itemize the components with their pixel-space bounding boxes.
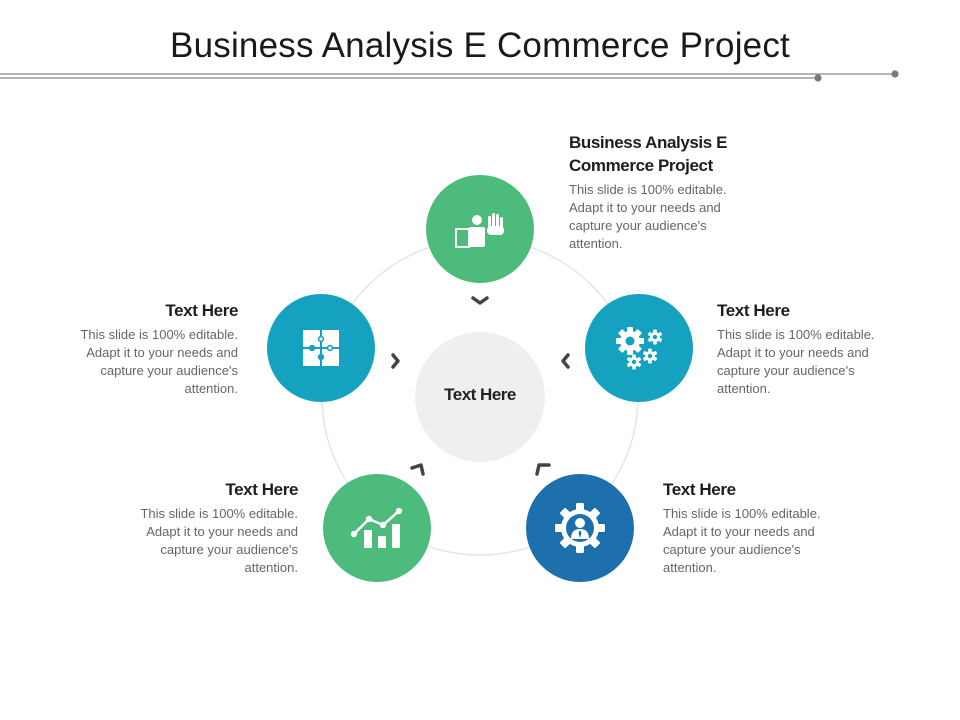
chevron-up-right-icon	[535, 463, 551, 476]
growth-chart-icon	[350, 507, 403, 548]
slide-title: Business Analysis E Commerce Project	[170, 26, 790, 65]
chevron-left-icon	[561, 353, 570, 369]
node-heading: Text Here	[225, 480, 298, 499]
node-circle-bottom-left	[323, 474, 431, 582]
node-body: This slide is 100% editable. Adapt it to…	[140, 506, 298, 575]
node-text-top: Business Analysis E Commerce Project Thi…	[569, 131, 759, 253]
title-underline	[0, 70, 899, 82]
node-body: This slide is 100% editable. Adapt it to…	[717, 327, 875, 396]
node-heading: Text Here	[717, 301, 790, 320]
presenter-hand-icon	[455, 213, 504, 248]
chevron-down-icon	[471, 296, 489, 305]
chevron-right-icon	[391, 353, 400, 369]
node-heading: Text Here	[165, 301, 238, 320]
node-text-bottom-left: Text Here This slide is 100% editable. A…	[128, 478, 298, 577]
node-text-right: Text Here This slide is 100% editable. A…	[717, 299, 887, 398]
center-circle	[415, 332, 545, 462]
node-body: This slide is 100% editable. Adapt it to…	[569, 182, 727, 251]
node-text-left: Text Here This slide is 100% editable. A…	[68, 299, 238, 398]
node-heading: Business Analysis E Commerce Project	[569, 133, 728, 175]
node-text-bottom-right: Text Here This slide is 100% editable. A…	[663, 478, 833, 577]
gears-icon	[616, 327, 644, 355]
node-body: This slide is 100% editable. Adapt it to…	[80, 327, 238, 396]
node-body: This slide is 100% editable. Adapt it to…	[663, 506, 821, 575]
puzzle-icon	[303, 330, 339, 366]
gear-person-icon	[555, 503, 605, 553]
chevron-up-left-icon	[410, 463, 425, 476]
center-label: Text Here	[444, 385, 516, 404]
node-heading: Text Here	[663, 480, 736, 499]
